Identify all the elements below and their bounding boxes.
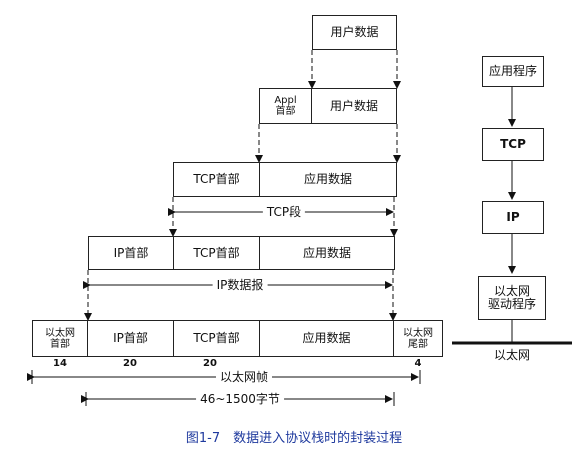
tcp-segment-label: TCP段 — [262, 205, 306, 219]
tcp-header-box: TCP首部 — [173, 236, 260, 270]
ethernet-trailer-box: 以太网 尾部 — [393, 320, 443, 357]
ip-header-box: IP首部 — [87, 320, 174, 357]
frame-range-label: 46~1500字节 — [196, 392, 284, 406]
ip-header-box: IP首部 — [88, 236, 174, 270]
stack-application-box: 应用程序 — [482, 56, 544, 87]
appl-header-box: Appl 首部 — [259, 88, 312, 124]
app-data-box: 应用数据 — [259, 236, 395, 270]
user-data-box: 用户数据 — [312, 15, 397, 50]
ip-datagram-label: IP数据报 — [212, 278, 268, 292]
figure-caption: 图1-7 数据进入协议栈时的封装过程 — [185, 431, 403, 446]
tcp-header-box: TCP首部 — [173, 162, 260, 197]
user-data-box: 用户数据 — [311, 88, 397, 124]
ethernet-wire-label: 以太网 — [493, 348, 531, 362]
ip-header-size: 20 — [123, 358, 137, 369]
stack-driver-box: 以太网 驱动程序 — [478, 276, 546, 320]
tcp-header-size: 20 — [203, 358, 217, 369]
app-data-box: 应用数据 — [259, 162, 397, 197]
app-data-box: 应用数据 — [259, 320, 394, 357]
eth-trailer-size: 4 — [414, 358, 422, 369]
ethernet-header-box: 以太网 首部 — [32, 320, 88, 357]
tcp-header-box: TCP首部 — [173, 320, 260, 357]
eth-header-size: 14 — [53, 358, 67, 369]
stack-tcp-box: TCP — [482, 128, 544, 161]
ethernet-frame-label: 以太网帧 — [215, 370, 273, 384]
stack-ip-box: IP — [482, 201, 544, 234]
